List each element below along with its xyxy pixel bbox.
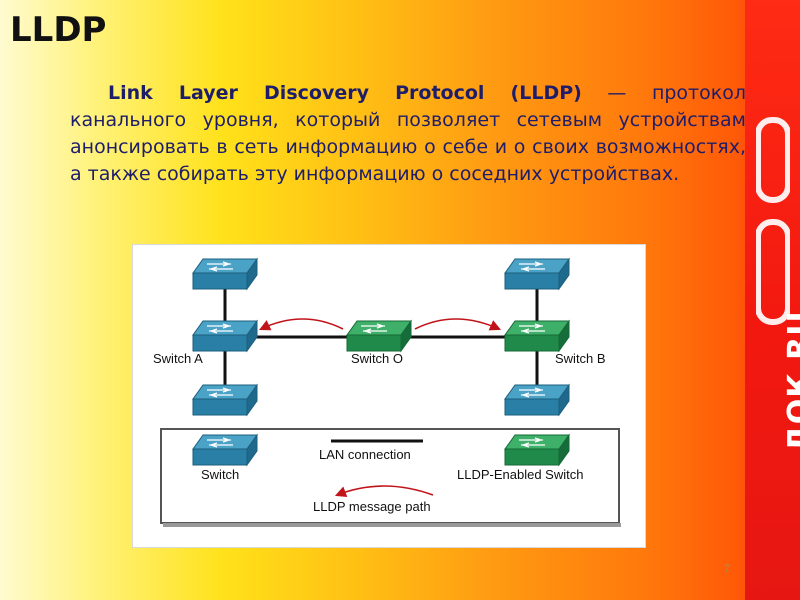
lldp-diagram: Switch A Switch O Switch B Switch LAN co… [132,244,646,548]
right-red-strip [745,0,800,600]
lldp-switch-icon [504,319,570,353]
slide-title: LLDP [10,10,107,50]
switch-icon [192,257,258,291]
label-switch-a: Switch A [153,351,203,366]
switch-icon [192,383,258,417]
label-switch-b: Switch B [555,351,606,366]
watermark-text: ДОК.RU [782,310,800,452]
legend-label-switch: Switch [201,467,240,482]
lldp-arrow-to-switch-b [414,318,502,331]
legend-lldp-arrow [334,485,434,497]
watermark-logo-icon [756,117,790,325]
legend-switch-icon [192,433,258,467]
legend-shadow [163,523,621,527]
switch-icon [504,383,570,417]
switch-icon [504,257,570,291]
page-number: 7 [724,563,731,575]
body-description: — протокол канального уровня, который по… [70,82,746,185]
legend-label-lan: LAN connection [319,447,411,462]
lldp-arrow-to-switch-a [258,318,344,331]
body-bold-term: Link Layer Discovery Protocol (LLDP) [108,82,582,104]
switch-icon [192,319,258,353]
slide-body-text: Link Layer Discovery Protocol (LLDP) — п… [70,80,746,188]
legend-label-lldp-path: LLDP message path [313,499,431,514]
diagram-svg [160,257,621,527]
label-switch-o: Switch O [351,351,404,366]
legend-label-lldp-switch: LLDP-Enabled Switch [457,467,584,482]
legend-lldp-switch-icon [504,433,570,467]
lldp-switch-icon [346,319,412,353]
